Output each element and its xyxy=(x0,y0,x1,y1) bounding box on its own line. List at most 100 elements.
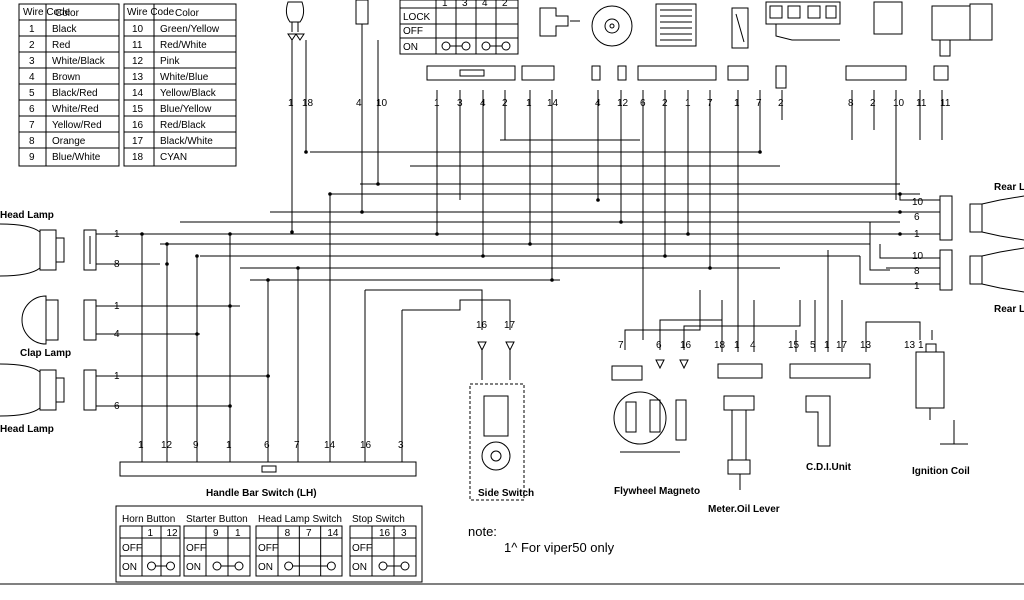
color-name-right: Blue/Yellow xyxy=(160,104,212,115)
note-title: note: xyxy=(468,524,497,539)
switch-row-on: ON xyxy=(186,562,201,573)
switch-col-label: 3 xyxy=(401,528,407,539)
label-rear-top: Rear L xyxy=(994,182,1024,193)
head-lamp-bottom xyxy=(0,363,110,417)
fuse-box-icon xyxy=(765,1,841,41)
pin-label: 2 xyxy=(778,98,784,109)
color-code-right: 12 xyxy=(132,56,144,67)
pin-label: 9 xyxy=(193,440,199,451)
pin-label: 10 xyxy=(912,197,924,208)
junction-dot xyxy=(360,210,364,214)
pin-label: 6 xyxy=(914,212,920,223)
pin-label: 1 xyxy=(526,98,532,109)
pin-label: 4 xyxy=(356,98,362,109)
pin-label: 14 xyxy=(324,440,336,451)
switch-col-label: 1 xyxy=(235,528,241,539)
junction-dot xyxy=(195,332,199,336)
pin-label: 4 xyxy=(750,340,756,351)
color-name-left: White/Black xyxy=(52,56,106,67)
color-code-right: 16 xyxy=(132,120,144,131)
pin-label: 1 xyxy=(914,229,920,240)
junction-dot xyxy=(528,242,532,246)
ign-row-lock: LOCK xyxy=(403,12,431,23)
color-code-left: 4 xyxy=(29,72,35,83)
label-cdi-unit: C.D.I.Unit xyxy=(806,462,852,473)
junction-dot xyxy=(266,278,270,282)
junction-dot xyxy=(266,374,270,378)
color-name-right: Green/Yellow xyxy=(160,24,220,35)
color-code-left: 2 xyxy=(29,40,35,51)
junction-dot xyxy=(596,198,600,202)
color-name-left: Blue/White xyxy=(52,152,101,163)
junction-dot xyxy=(290,230,294,234)
color-name-right: Pink xyxy=(160,56,180,67)
pin-label: 1 xyxy=(114,371,120,382)
cdi-unit-block xyxy=(789,363,871,447)
color-code-left: 3 xyxy=(29,56,35,67)
pin-label: 13 xyxy=(904,340,916,351)
rear-lamp-top xyxy=(939,195,1024,241)
color-name-right: Black/White xyxy=(160,136,213,147)
color-name-left: White/Red xyxy=(52,104,99,115)
color-name-left: Black xyxy=(52,24,77,35)
side-switch-block xyxy=(469,341,525,501)
junction-dot xyxy=(228,232,232,236)
pin-label: 8 xyxy=(914,266,920,277)
pin-label: 16 xyxy=(360,440,372,451)
color-name-left: Yellow/Red xyxy=(52,120,102,131)
pin-label: 12 xyxy=(617,98,629,109)
label-head-lamp-bottom: Head Lamp xyxy=(0,424,54,435)
switch-table-title: Stop Switch xyxy=(352,514,405,525)
junction-dot xyxy=(140,232,144,236)
switch-table-title: Head Lamp Switch xyxy=(258,514,342,525)
pin-label: 1 xyxy=(685,98,691,109)
pin-label: 6 xyxy=(640,98,646,109)
label-ignition-coil: Ignition Coil xyxy=(912,466,970,477)
color-code-right: 18 xyxy=(132,152,144,163)
junction-dot xyxy=(228,404,232,408)
meter-oil-lever-block xyxy=(717,363,763,490)
switch-table-title: Starter Button xyxy=(186,514,248,525)
switch-row-off: OFF xyxy=(186,543,206,554)
switch-col-label: 16 xyxy=(379,528,391,539)
starter-relay-icon xyxy=(873,1,903,35)
junction-dot xyxy=(304,150,308,154)
color-name-left: Black/Red xyxy=(52,88,98,99)
pin-label: 1 xyxy=(734,98,740,109)
pin-label: 4 xyxy=(114,329,120,340)
ignition-coil-block xyxy=(915,343,968,445)
junction-dot xyxy=(195,254,199,258)
pin-label: 18 xyxy=(714,340,726,351)
label-flywheel-magneto: Flywheel Magneto xyxy=(614,486,700,497)
junction-dot xyxy=(165,242,169,246)
pin-label: 6 xyxy=(264,440,270,451)
junction-dot xyxy=(758,150,762,154)
junction-dot xyxy=(165,262,169,266)
clap-lamp xyxy=(21,295,110,345)
pin-label: 15 xyxy=(788,340,800,351)
pin-label: 1 xyxy=(138,440,144,451)
label-clap-lamp: Clap Lamp xyxy=(20,348,71,359)
junction-dot xyxy=(619,220,623,224)
switch-row-on: ON xyxy=(352,562,367,573)
color-code-left: 6 xyxy=(29,104,35,115)
pin-label: 16 xyxy=(680,340,692,351)
junction-dot xyxy=(296,266,300,270)
pin-label: 13 xyxy=(860,340,872,351)
relay-icon xyxy=(539,7,580,37)
pin-label: 12 xyxy=(161,440,173,451)
pin-label: 7 xyxy=(707,98,713,109)
color-name-right: White/Blue xyxy=(160,72,209,83)
color-table-code-header-2: Wire Code xyxy=(127,7,175,18)
pin-label: 5 xyxy=(810,340,816,351)
label-side-switch: Side Switch xyxy=(478,488,534,499)
color-name-right: Red/Black xyxy=(160,120,207,131)
color-name-right: Red/White xyxy=(160,40,207,51)
color-name-left: Brown xyxy=(52,72,80,83)
color-code-left: 5 xyxy=(29,88,35,99)
junction-dot xyxy=(708,266,712,270)
junction-dot xyxy=(435,232,439,236)
color-code-left: 7 xyxy=(29,120,35,131)
starter-motor-icon xyxy=(931,3,993,57)
